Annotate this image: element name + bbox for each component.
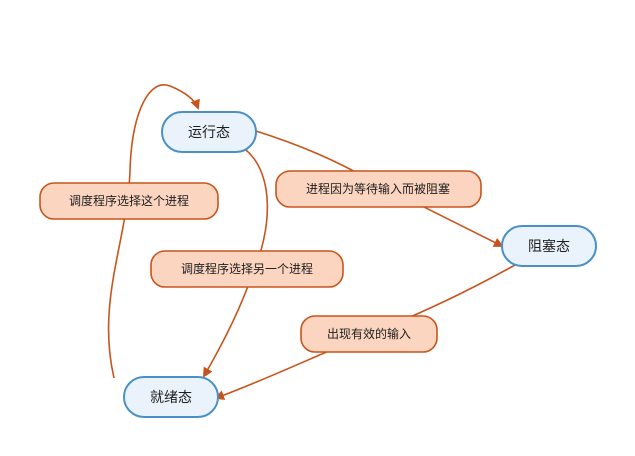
transition-label-running-to-blocked: 进程因为等待输入而被阻塞 [275,170,482,208]
transition-text-ready-to-running: 调度程序选择这个进程 [69,193,189,208]
state-node-ready: 就绪态 [123,376,219,418]
state-node-running: 运行态 [161,111,257,153]
transition-text-running-to-ready: 调度程序选择另一个进程 [181,261,313,276]
state-node-blocked: 阻塞态 [501,225,597,267]
state-label-running: 运行态 [188,125,230,141]
transition-label-blocked-to-ready: 出现有效的输入 [300,315,438,353]
state-label-blocked: 阻塞态 [528,238,570,255]
transition-label-ready-to-running: 调度程序选择这个进程 [39,182,219,220]
transition-text-blocked-to-ready: 出现有效的输入 [327,326,411,341]
state-label-ready: 就绪态 [150,390,192,406]
transition-label-running-to-ready: 调度程序选择另一个进程 [150,250,344,288]
transition-text-running-to-blocked: 进程因为等待输入而被阻塞 [306,181,450,196]
edge-ready-to-running [107,84,200,379]
